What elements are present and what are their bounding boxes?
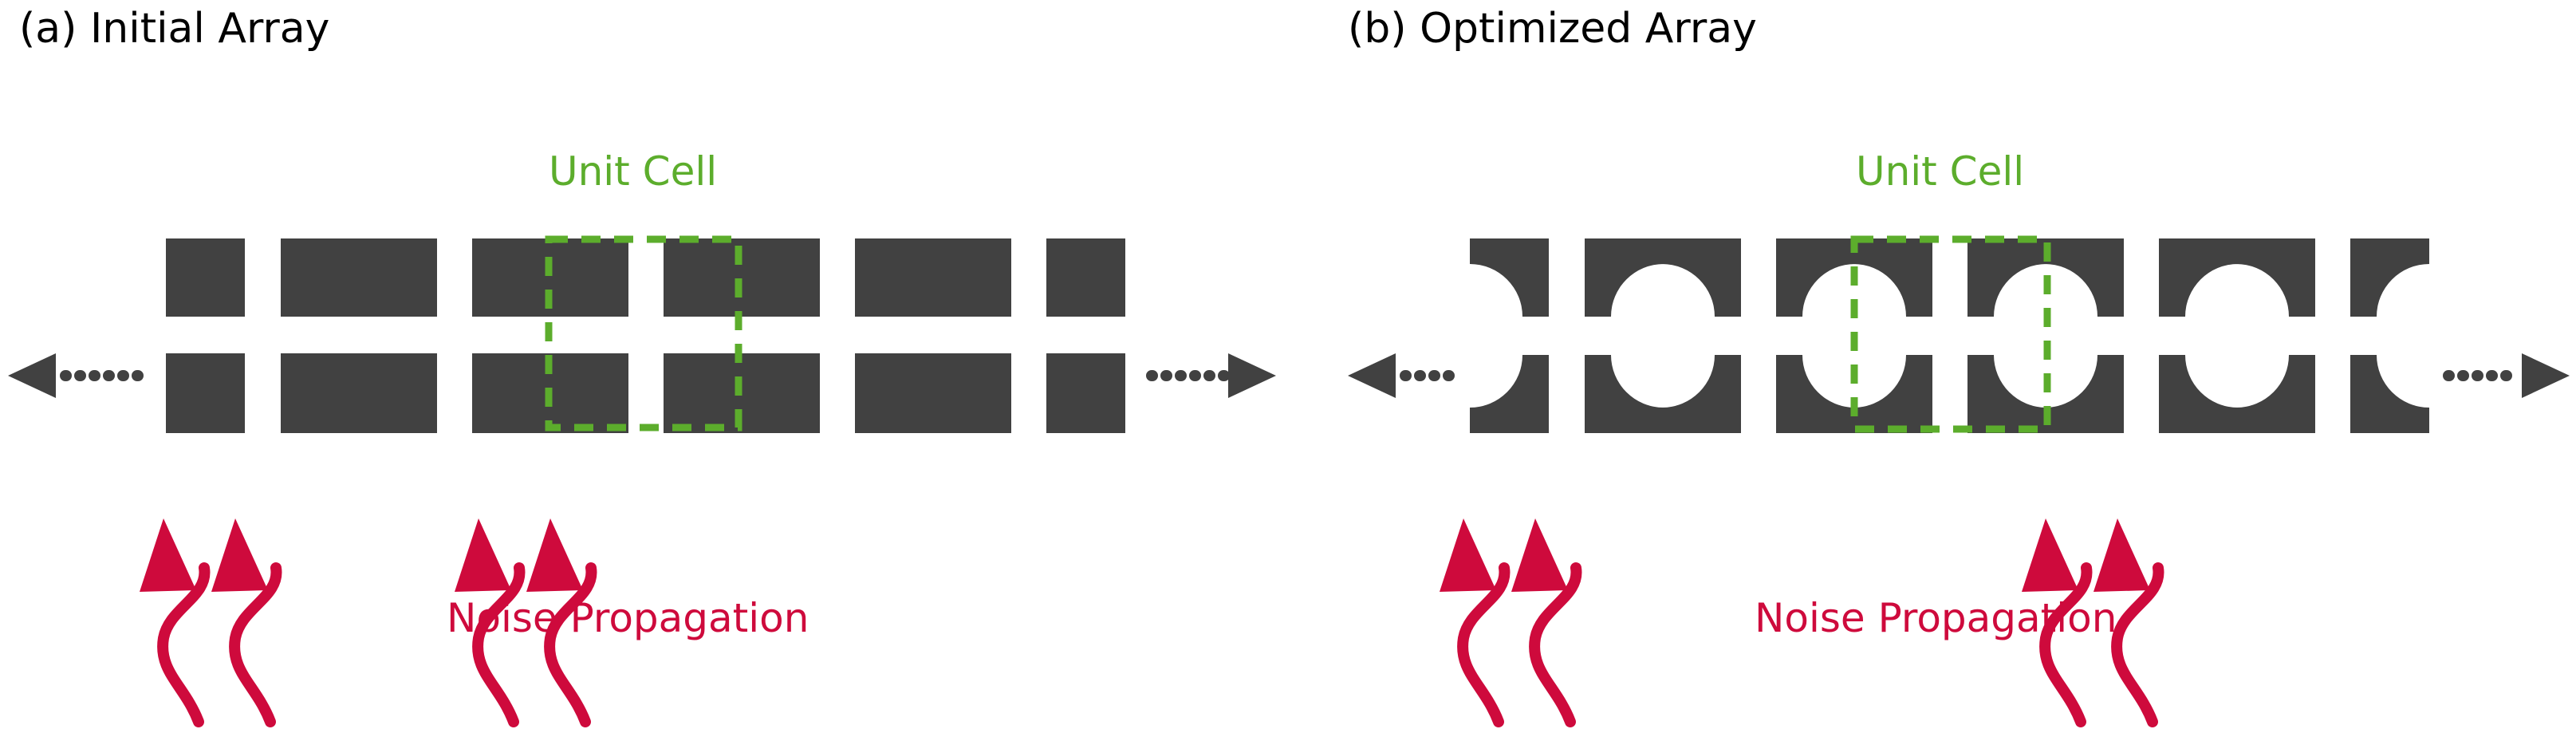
noise-arrow xyxy=(1511,518,1582,727)
metal-block xyxy=(855,353,1011,433)
metal-block xyxy=(1967,238,2124,317)
metal-block xyxy=(1470,238,1549,317)
metal-block xyxy=(1470,355,1549,433)
noise-arrow xyxy=(526,518,597,727)
metal-block xyxy=(2159,238,2315,317)
metal-block xyxy=(855,238,1011,317)
panel-b-periodicity-arrow-left xyxy=(1348,353,1459,398)
metal-block xyxy=(281,238,437,317)
panel-b-noise-arrows xyxy=(1440,518,2164,727)
noise-arrow xyxy=(140,518,211,727)
metal-block xyxy=(1046,238,1125,317)
metal-block xyxy=(2350,355,2429,433)
metal-block xyxy=(1967,355,2124,433)
panel-b-unit-cell-label: Unit Cell xyxy=(1856,148,2025,195)
panel-b-title: (b) Optimized Array xyxy=(1348,5,1757,53)
noise-arrow xyxy=(1440,518,1511,727)
metal-block xyxy=(2350,238,2429,317)
metal-block xyxy=(166,238,245,317)
metal-block xyxy=(2159,355,2315,433)
metal-block xyxy=(1046,353,1125,433)
metal-block xyxy=(166,353,245,433)
panel-a-unit-cell-box xyxy=(545,235,742,431)
metal-block xyxy=(1585,355,1741,433)
panel-b-metal-blocks xyxy=(1470,238,2429,433)
noise-arrow xyxy=(211,518,282,727)
metal-block xyxy=(1776,238,1932,317)
panel-a-title: (a) Initial Array xyxy=(19,5,330,53)
panel-a-unit-cell-label: Unit Cell xyxy=(549,148,718,195)
panel-a-periodicity-arrow-right xyxy=(1146,353,1276,398)
panel-b-unit-cell-box xyxy=(1850,235,2051,433)
panel-a-metal-blocks xyxy=(166,238,1125,433)
noise-arrow xyxy=(2022,518,2093,727)
panel-b-periodicity-arrow-right xyxy=(2443,353,2570,398)
noise-arrow xyxy=(455,518,526,727)
metal-block xyxy=(281,353,437,433)
panel-a-noise-arrows xyxy=(140,518,597,727)
noise-arrow xyxy=(2093,518,2164,727)
metal-block xyxy=(1776,355,1932,433)
metal-block xyxy=(1585,238,1741,317)
panel-a-periodicity-arrow-left xyxy=(8,353,154,398)
